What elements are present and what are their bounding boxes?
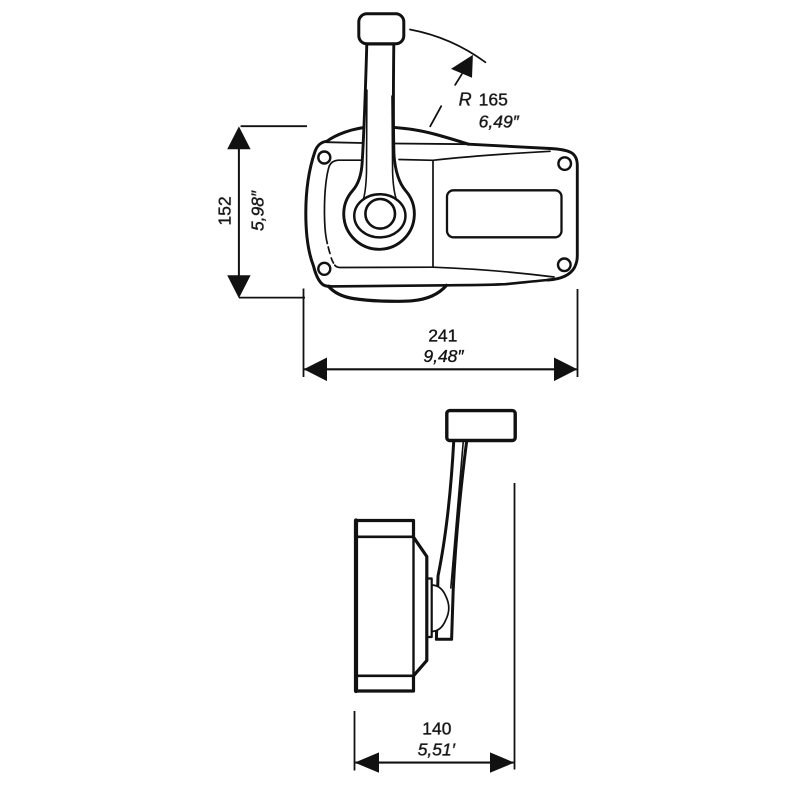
svg-text:9,48″: 9,48″ [423, 346, 464, 366]
svg-text:165: 165 [479, 90, 508, 110]
svg-text:241: 241 [428, 326, 457, 346]
svg-text:5,51′: 5,51′ [418, 740, 456, 760]
svg-text:6,49″: 6,49″ [479, 112, 520, 132]
svg-text:5,98″: 5,98″ [248, 190, 268, 231]
svg-text:140: 140 [422, 719, 451, 739]
svg-text:152: 152 [215, 196, 235, 225]
svg-text:R: R [459, 90, 472, 110]
